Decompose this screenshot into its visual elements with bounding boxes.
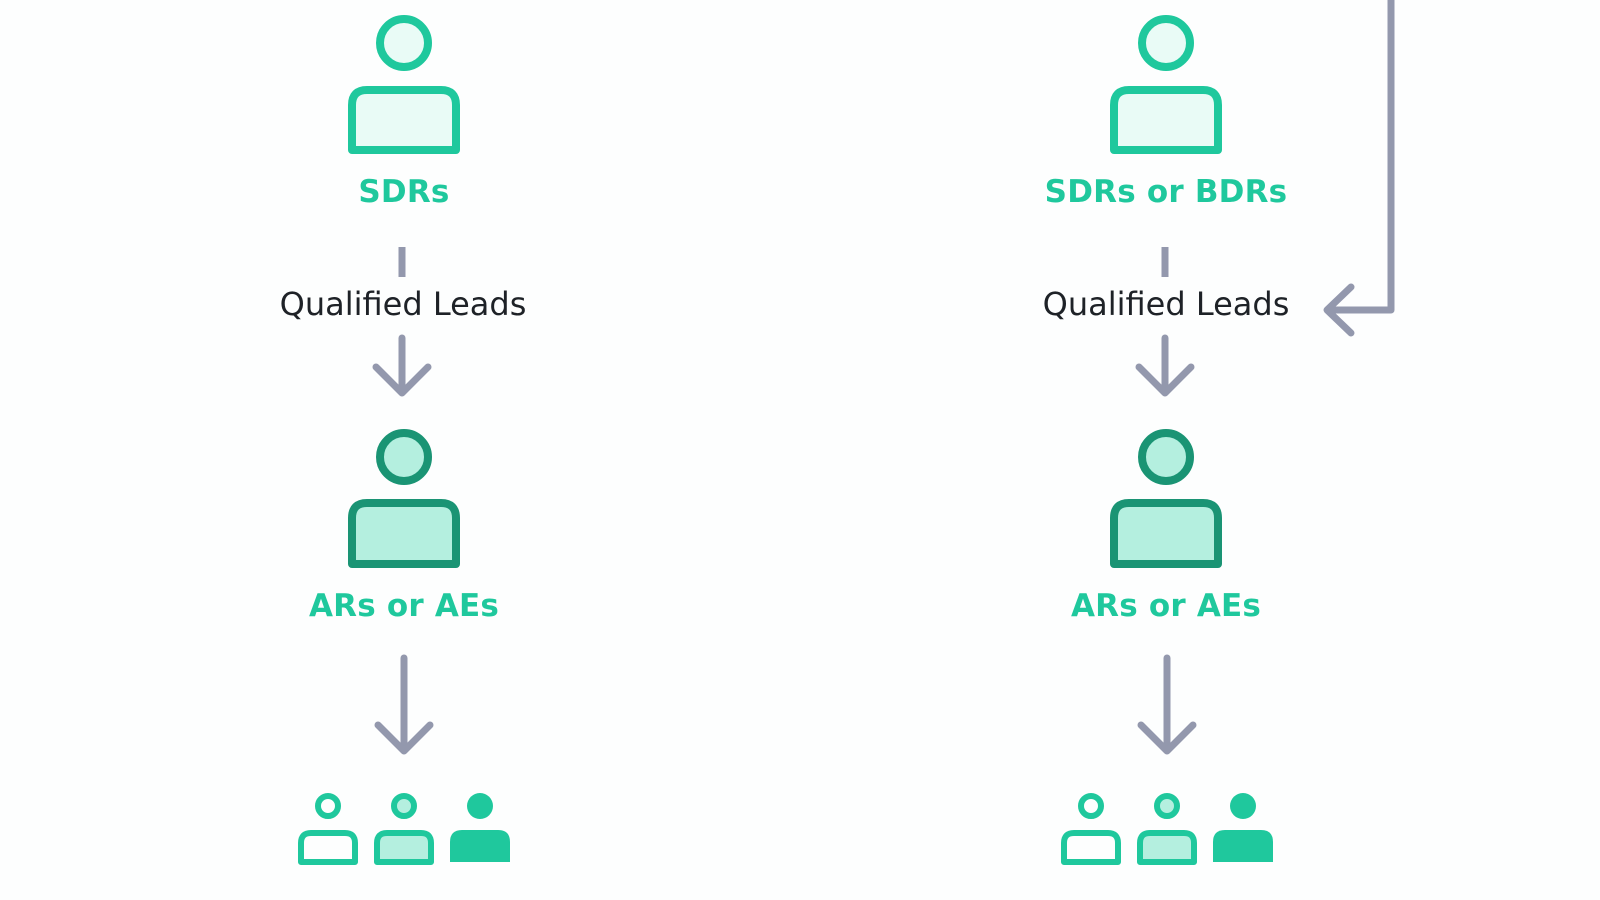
left-top-role-label: SDRs	[358, 174, 450, 210]
right-top-role-label: SDRs or BDRs	[1044, 174, 1288, 210]
feedback-arrow-icon	[1323, 0, 1395, 337]
right-arrow-down-icon	[1135, 334, 1195, 397]
left-top-person-icon	[348, 15, 460, 154]
left-handoff-label: Qualified Leads	[279, 285, 527, 323]
customer-outline-icon	[1061, 793, 1121, 865]
customer-mint-icon	[374, 793, 434, 865]
left-middle-person-icon	[348, 429, 460, 568]
left-customer-group	[298, 793, 510, 865]
right-customer-group	[1061, 793, 1273, 865]
right-middle-person-icon	[1110, 429, 1222, 568]
right-arrow-down-long-icon	[1137, 654, 1197, 755]
left-arrow-down-icon	[372, 334, 432, 397]
left-arrow-down-long-icon	[374, 654, 434, 755]
right-handoff-label: Qualified Leads	[1042, 285, 1290, 323]
customer-mint-icon	[1137, 793, 1197, 865]
right-top-person-icon	[1110, 15, 1222, 154]
customer-outline-icon	[298, 793, 358, 865]
right-middle-role-label: ARs or AEs	[1070, 588, 1262, 624]
left-middle-role-label: ARs or AEs	[308, 588, 500, 624]
customer-solid-icon	[1213, 793, 1273, 862]
customer-solid-icon	[450, 793, 510, 862]
